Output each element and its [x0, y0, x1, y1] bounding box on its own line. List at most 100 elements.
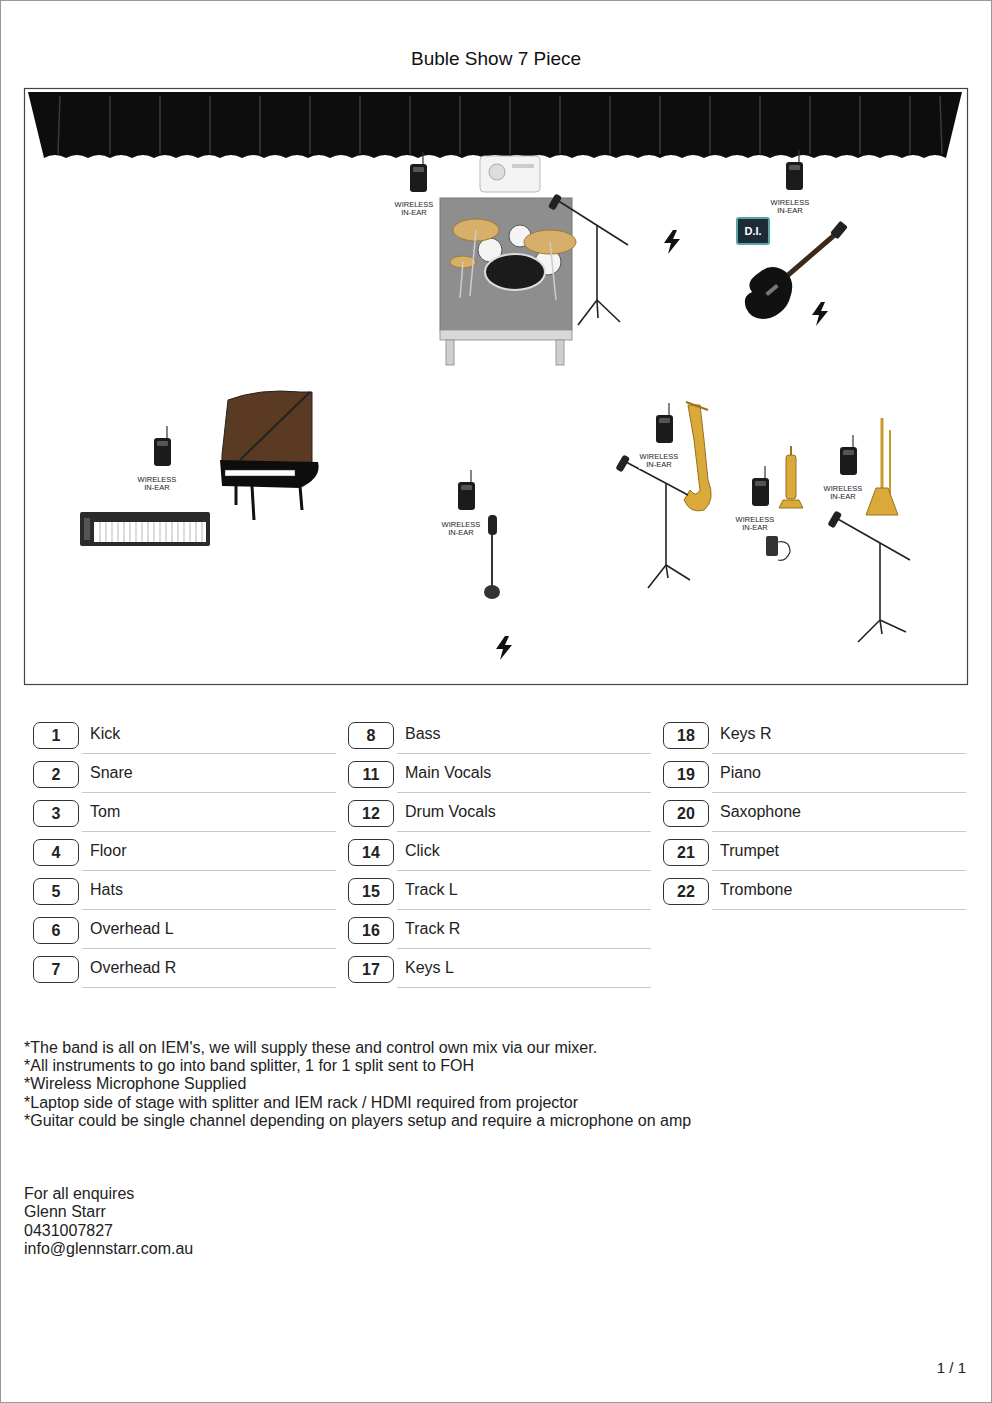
row-underline: [82, 909, 336, 910]
callout-number: 8: [367, 727, 376, 745]
channel-box: 15Track L: [348, 878, 394, 905]
iem-pack: [840, 435, 857, 475]
channel-name: Hats: [90, 881, 123, 899]
channel-box: 17Keys L: [348, 956, 394, 983]
channel-box: 16Track R: [348, 917, 394, 944]
channel-box: 1Kick: [33, 722, 79, 749]
contact: For all enquires: [24, 1185, 524, 1203]
row-underline: [397, 753, 651, 754]
contact: Glenn Starr: [24, 1203, 524, 1221]
note: *Guitar could be single channel dependin…: [24, 1112, 974, 1130]
channel-box: 8Bass: [348, 722, 394, 749]
callout-number: 22: [677, 883, 695, 901]
channel-name: Main Vocals: [405, 764, 491, 782]
row-underline: [712, 753, 966, 754]
callout-number: 4: [52, 844, 61, 862]
di-label: D.I.: [744, 225, 761, 237]
channel-name: Tom: [90, 803, 120, 821]
row-underline: [397, 909, 651, 910]
iem-label: WIRELESS IN-EAR: [394, 201, 434, 217]
grand-piano: [220, 391, 319, 520]
iem-label: WIRELESS IN-EAR: [823, 485, 863, 501]
iem-pack: [752, 466, 769, 506]
curtain: [28, 92, 962, 158]
iem-label: WIRELESS IN-EAR: [770, 199, 810, 215]
channel-box: 20Saxophone: [663, 800, 709, 827]
drum-kit: [450, 219, 576, 300]
callout-number: 17: [362, 961, 380, 979]
channel-box: 2Snare: [33, 761, 79, 788]
row-underline: [397, 948, 651, 949]
channel-box: 22Trombone: [663, 878, 709, 905]
row-underline: [397, 987, 651, 988]
channel-name: Keys L: [405, 959, 454, 977]
iem-pack: [656, 403, 673, 443]
callout-number: 19: [677, 766, 695, 784]
channel-name: Floor: [90, 842, 126, 860]
channel-box: 3Tom: [33, 800, 79, 827]
row-underline: [82, 753, 336, 754]
channel-name: Track R: [405, 920, 460, 938]
power-symbol: [664, 230, 680, 254]
row-underline: [397, 831, 651, 832]
mic-stand: [549, 194, 628, 325]
note: *Wireless Microphone Supplied: [24, 1075, 974, 1093]
callout-number: 1: [52, 727, 61, 745]
bass-guitar: [745, 221, 848, 319]
iem-pack: [154, 426, 171, 466]
row-underline: [712, 909, 966, 910]
power-symbol: [496, 636, 512, 660]
channel-name: Kick: [90, 725, 120, 743]
contact: info@glennstarr.com.au: [24, 1240, 524, 1258]
di-box: D.I.: [736, 217, 770, 245]
channel-box: 4Floor: [33, 839, 79, 866]
trombone: [866, 418, 898, 515]
callout-number: 15: [362, 883, 380, 901]
keyboard: [80, 512, 210, 546]
iem-pack: [458, 470, 475, 510]
channel-box: 7Overhead R: [33, 956, 79, 983]
iem-pack: [786, 150, 803, 190]
drum-riser: [440, 198, 572, 365]
row-underline: [82, 948, 336, 949]
title: Buble Show 7 Piece: [0, 48, 992, 70]
channel-box: 5Hats: [33, 878, 79, 905]
note: *The band is all on IEM's, we will suppl…: [24, 1039, 974, 1057]
row-underline: [712, 792, 966, 793]
contact: 0431007827: [24, 1222, 524, 1240]
channel-name: Keys R: [720, 725, 772, 743]
row-underline: [712, 831, 966, 832]
callout-number: 14: [362, 844, 380, 862]
callout-number: 21: [677, 844, 695, 862]
row-underline: [397, 870, 651, 871]
note: *Laptop side of stage with splitter and …: [24, 1094, 974, 1112]
channel-name: Overhead L: [90, 920, 174, 938]
callout-number: 5: [52, 883, 61, 901]
callout-number: 2: [52, 766, 61, 784]
channel-name: Track L: [405, 881, 458, 899]
channel-box: 14Click: [348, 839, 394, 866]
row-underline: [397, 792, 651, 793]
mic-stand: [616, 455, 690, 588]
channel-name: Drum Vocals: [405, 803, 496, 821]
power-symbol: [812, 302, 828, 326]
mic-stand: [828, 511, 910, 642]
channel-name: Piano: [720, 764, 761, 782]
channel-box: 6Overhead L: [33, 917, 79, 944]
channel-box: 11Main Vocals: [348, 761, 394, 788]
channel-name: Saxophone: [720, 803, 801, 821]
channel-box: 19Piano: [663, 761, 709, 788]
channel-box: 12Drum Vocals: [348, 800, 394, 827]
row-underline: [712, 870, 966, 871]
row-underline: [82, 831, 336, 832]
channel-name: Click: [405, 842, 440, 860]
channel-name: Bass: [405, 725, 441, 743]
callout-number: 7: [52, 961, 61, 979]
iem-label: WIRELESS IN-EAR: [639, 453, 679, 469]
channel-name: Trombone: [720, 881, 792, 899]
channel-box: 18Keys R: [663, 722, 709, 749]
callout-number: 12: [362, 805, 380, 823]
vocal-mic: [484, 515, 500, 599]
